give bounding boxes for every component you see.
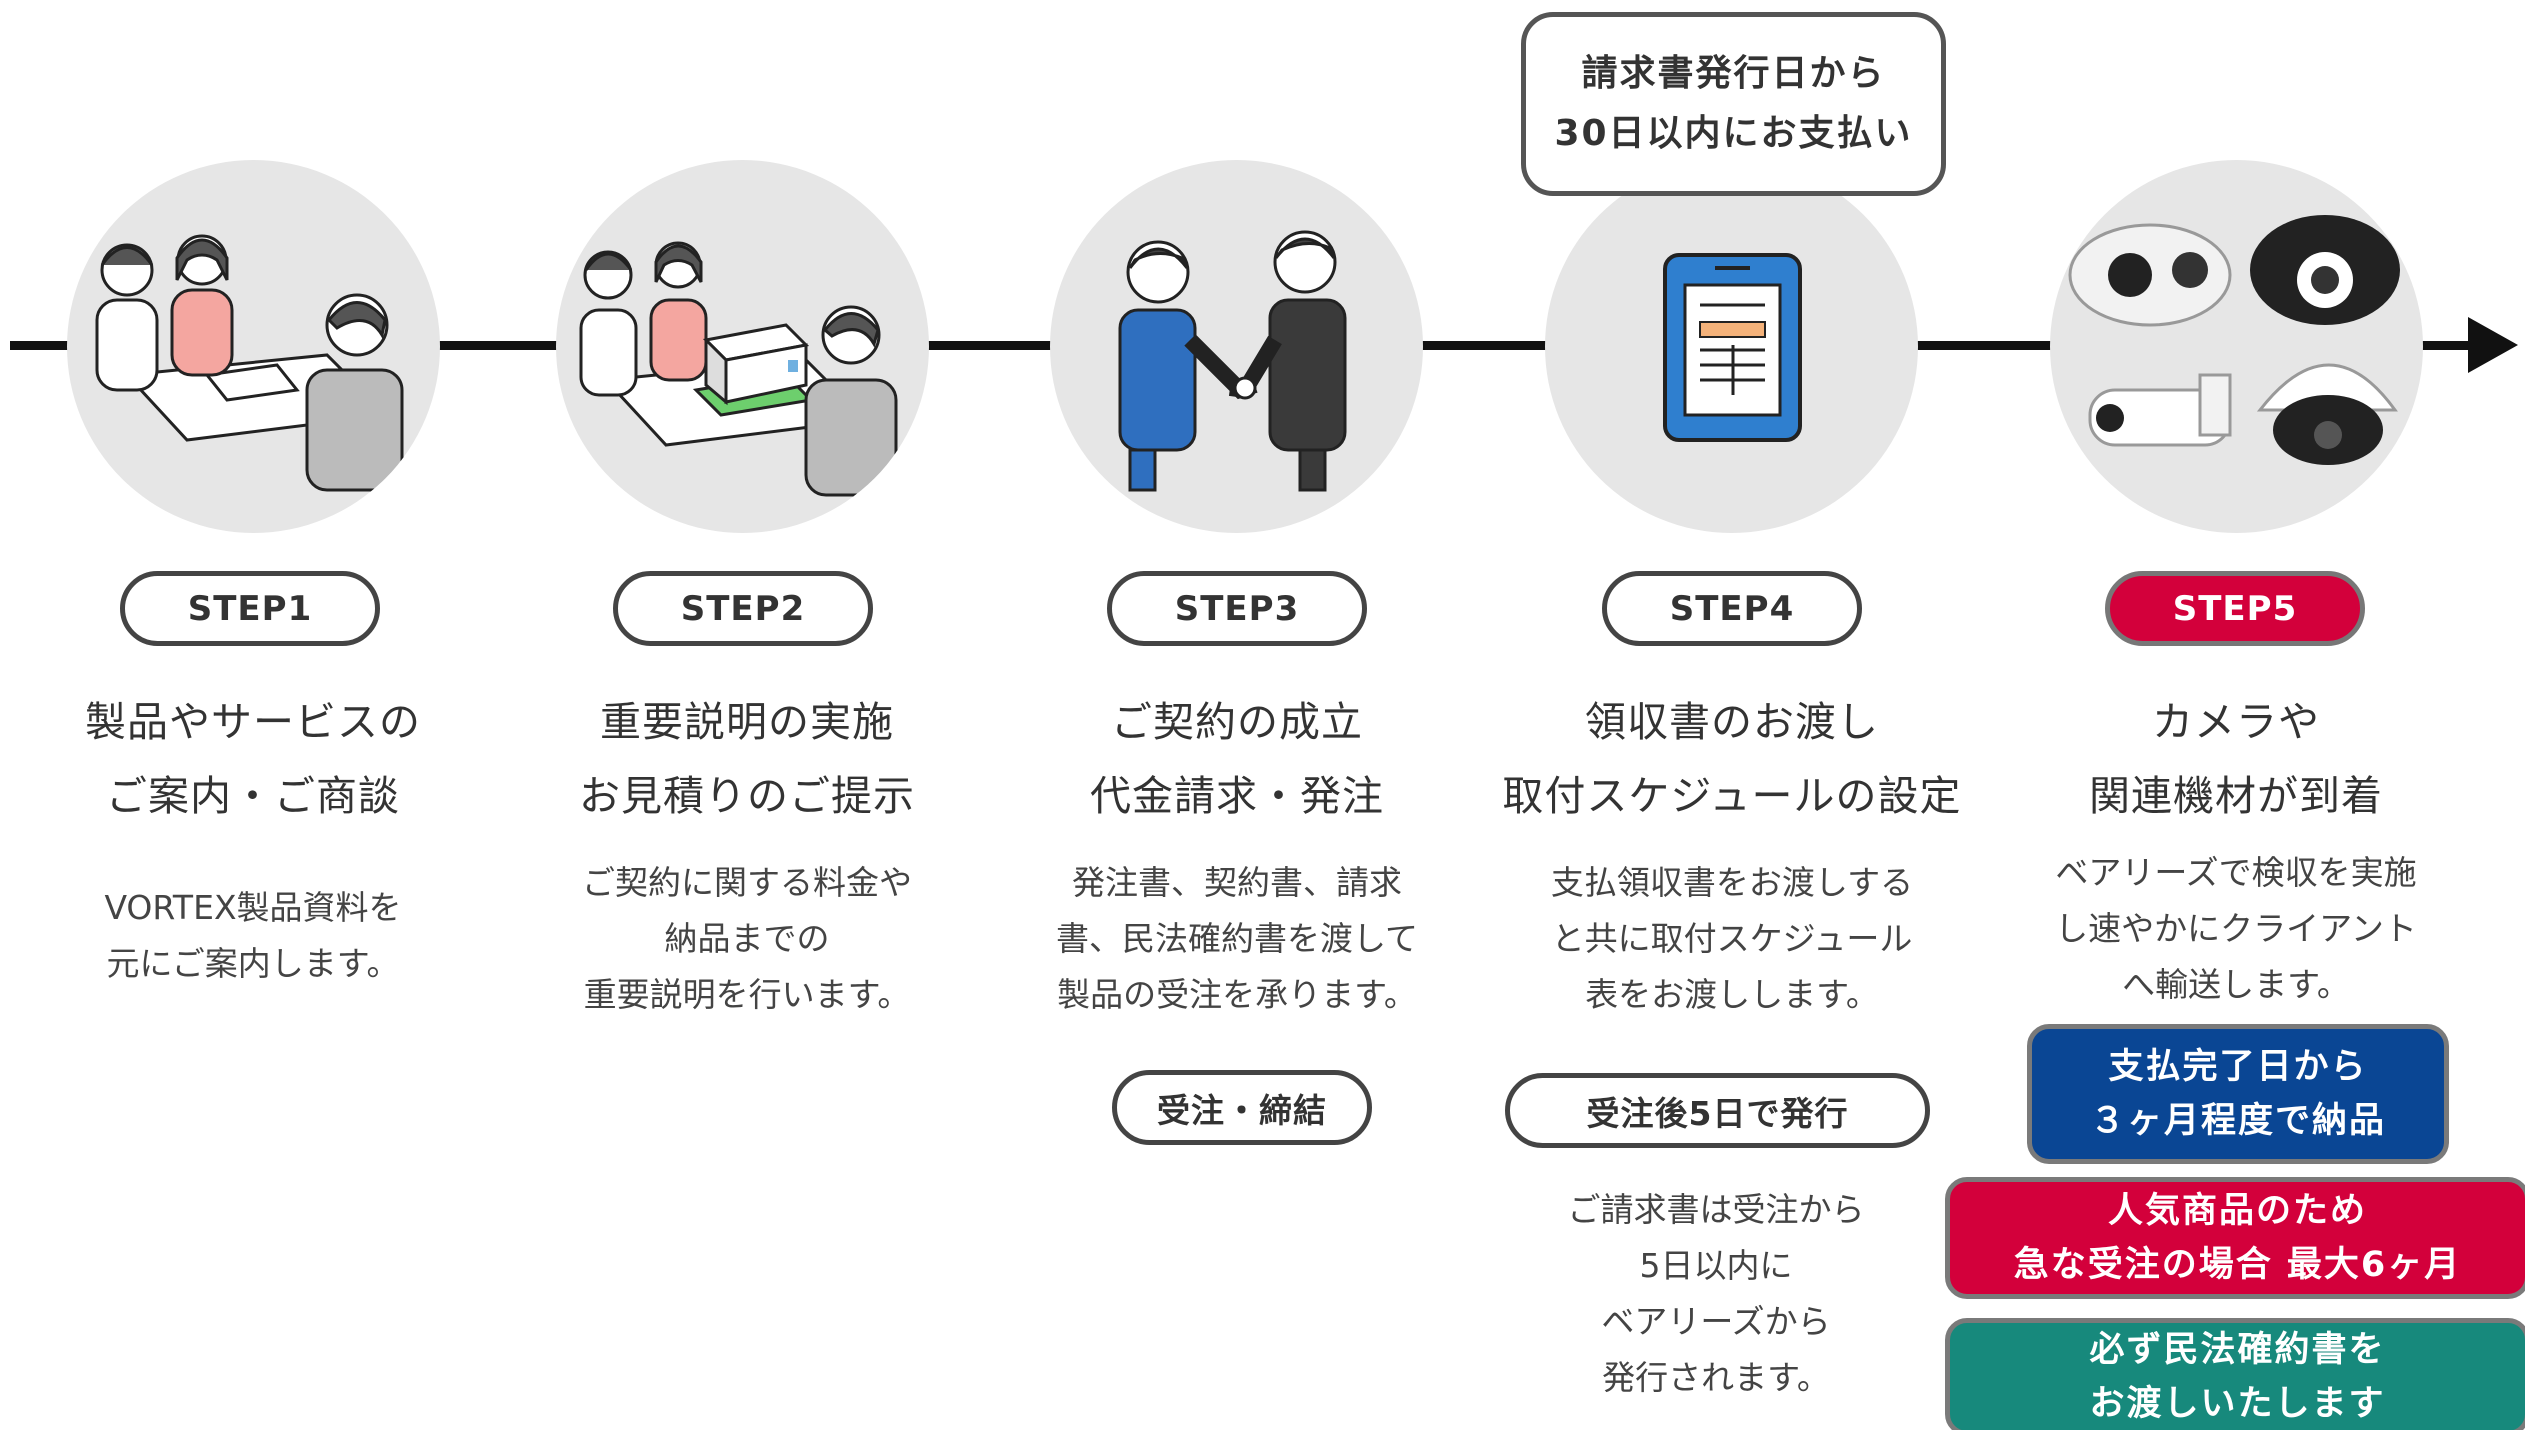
- step3-label: STEP3: [1107, 571, 1367, 646]
- step3-title-line1: ご契約の成立: [1111, 698, 1363, 746]
- step3-handshake-illustration: [1050, 160, 1423, 533]
- step2-illustration: [556, 160, 929, 533]
- popular-item-note: 人気商品のため 急な受注の場合 最大6ヶ月: [1945, 1177, 2525, 1299]
- step5-cameras-illustration: [2050, 160, 2423, 533]
- step4-desc-line: 支払領収書をお渡しする: [1550, 863, 1914, 902]
- payment-callout: 請求書発行日から 30日以内にお支払い: [1521, 12, 1946, 196]
- step2-description: ご契約に関する料金や 納品までの 重要説明を行います。: [497, 855, 997, 1023]
- step3-desc-line: 発注書、契約書、請求: [1072, 863, 1402, 902]
- agreement-note-line: お渡しいたします: [2089, 1384, 2386, 1424]
- step1-description: VORTEX製品資料を 元にご案内します。: [3, 880, 503, 992]
- step2-desc-line: 重要説明を行います。: [583, 975, 911, 1014]
- callout-line1: 請求書発行日から: [1581, 53, 1886, 94]
- agreement-note-line: 必ず民法確約書を: [2089, 1330, 2386, 1370]
- step4-note-line: ご請求書は受注から: [1567, 1190, 1865, 1229]
- step4-title-line1: 領収書のお渡し: [1585, 698, 1879, 746]
- step4-title: 領収書のお渡し 取付スケジュールの設定: [1482, 685, 1982, 833]
- callout-line2: 30日以内にお支払い: [1554, 113, 1913, 154]
- step3-description: 発注書、契約書、請求 書、民法確約書を渡して 製品の受注を承ります。: [987, 855, 1487, 1023]
- step2-title: 重要説明の実施 お見積りのご提示: [497, 685, 997, 833]
- popular-note-line: 急な受注の場合 最大6ヶ月: [2013, 1245, 2462, 1285]
- delivery-note-line: 支払完了日から: [2108, 1047, 2368, 1087]
- step4-description: 支払領収書をお渡しする と共に取付スケジュール 表をお渡しします。: [1482, 855, 1982, 1023]
- step5-title-line1: カメラや: [2152, 698, 2320, 746]
- step3-contract-tag: 受注・締結: [1112, 1070, 1372, 1145]
- step2-desc-line: 納品までの: [664, 919, 830, 958]
- step3-title-line2: 代金請求・発注: [1090, 772, 1384, 820]
- step5-description: ベアリーズで検収を実施 し速やかにクライアント へ輸送します。: [1986, 845, 2486, 1013]
- step1-label: STEP1: [120, 571, 380, 646]
- step1-illustration: [67, 160, 440, 533]
- step1-title-line2: ご案内・ご商談: [106, 772, 400, 820]
- step1-title: 製品やサービスの ご案内・ご商談: [3, 685, 503, 833]
- step5-desc-line: ベアリーズで検収を実施: [2055, 853, 2417, 892]
- step3-desc-line: 書、民法確約書を渡して: [1055, 919, 1418, 958]
- delivery-time-note: 支払完了日から ３ヶ月程度で納品: [2027, 1024, 2449, 1164]
- step1-desc-line: 元にご案内します。: [106, 944, 400, 983]
- step4-note-line: 発行されます。: [1602, 1358, 1830, 1397]
- delivery-note-line: ３ヶ月程度で納品: [2089, 1101, 2386, 1141]
- step5-desc-line: し速やかにクライアント: [2055, 909, 2417, 948]
- step4-invoice-note: ご請求書は受注から 5日以内に ベアリーズから 発行されます。: [1466, 1182, 1966, 1406]
- step4-title-line2: 取付スケジュールの設定: [1502, 772, 1962, 820]
- step2-title-line1: 重要説明の実施: [600, 698, 894, 746]
- timeline-arrow-icon: [2468, 317, 2518, 373]
- step4-issue-tag: 受注後5日で発行: [1505, 1073, 1930, 1148]
- step5-label: STEP5: [2105, 571, 2365, 646]
- step5-desc-line: へ輸送します。: [2122, 965, 2350, 1004]
- step4-label: STEP4: [1602, 571, 1862, 646]
- step3-title: ご契約の成立 代金請求・発注: [987, 685, 1487, 833]
- step2-title-line2: お見積りのご提示: [579, 772, 915, 820]
- step2-label: STEP2: [613, 571, 873, 646]
- step3-desc-line: 製品の受注を承ります。: [1057, 975, 1417, 1014]
- step1-desc-line: VORTEX製品資料を: [104, 888, 402, 927]
- step5-title: カメラや 関連機材が到着: [1986, 685, 2486, 833]
- popular-note-line: 人気商品のため: [2107, 1191, 2367, 1231]
- step4-desc-line: 表をお渡しします。: [1585, 975, 1879, 1014]
- step4-desc-line: と共に取付スケジュール: [1551, 919, 1913, 958]
- step5-title-line2: 関連機材が到着: [2089, 772, 2383, 820]
- step4-note-line: ベアリーズから: [1601, 1302, 1831, 1341]
- step2-desc-line: ご契約に関する料金や: [582, 863, 912, 902]
- step4-tablet-illustration: [1545, 160, 1918, 533]
- agreement-note: 必ず民法確約書を お渡しいたします: [1945, 1318, 2525, 1430]
- step1-title-line1: 製品やサービスの: [85, 698, 421, 746]
- step4-note-line: 5日以内に: [1639, 1246, 1793, 1285]
